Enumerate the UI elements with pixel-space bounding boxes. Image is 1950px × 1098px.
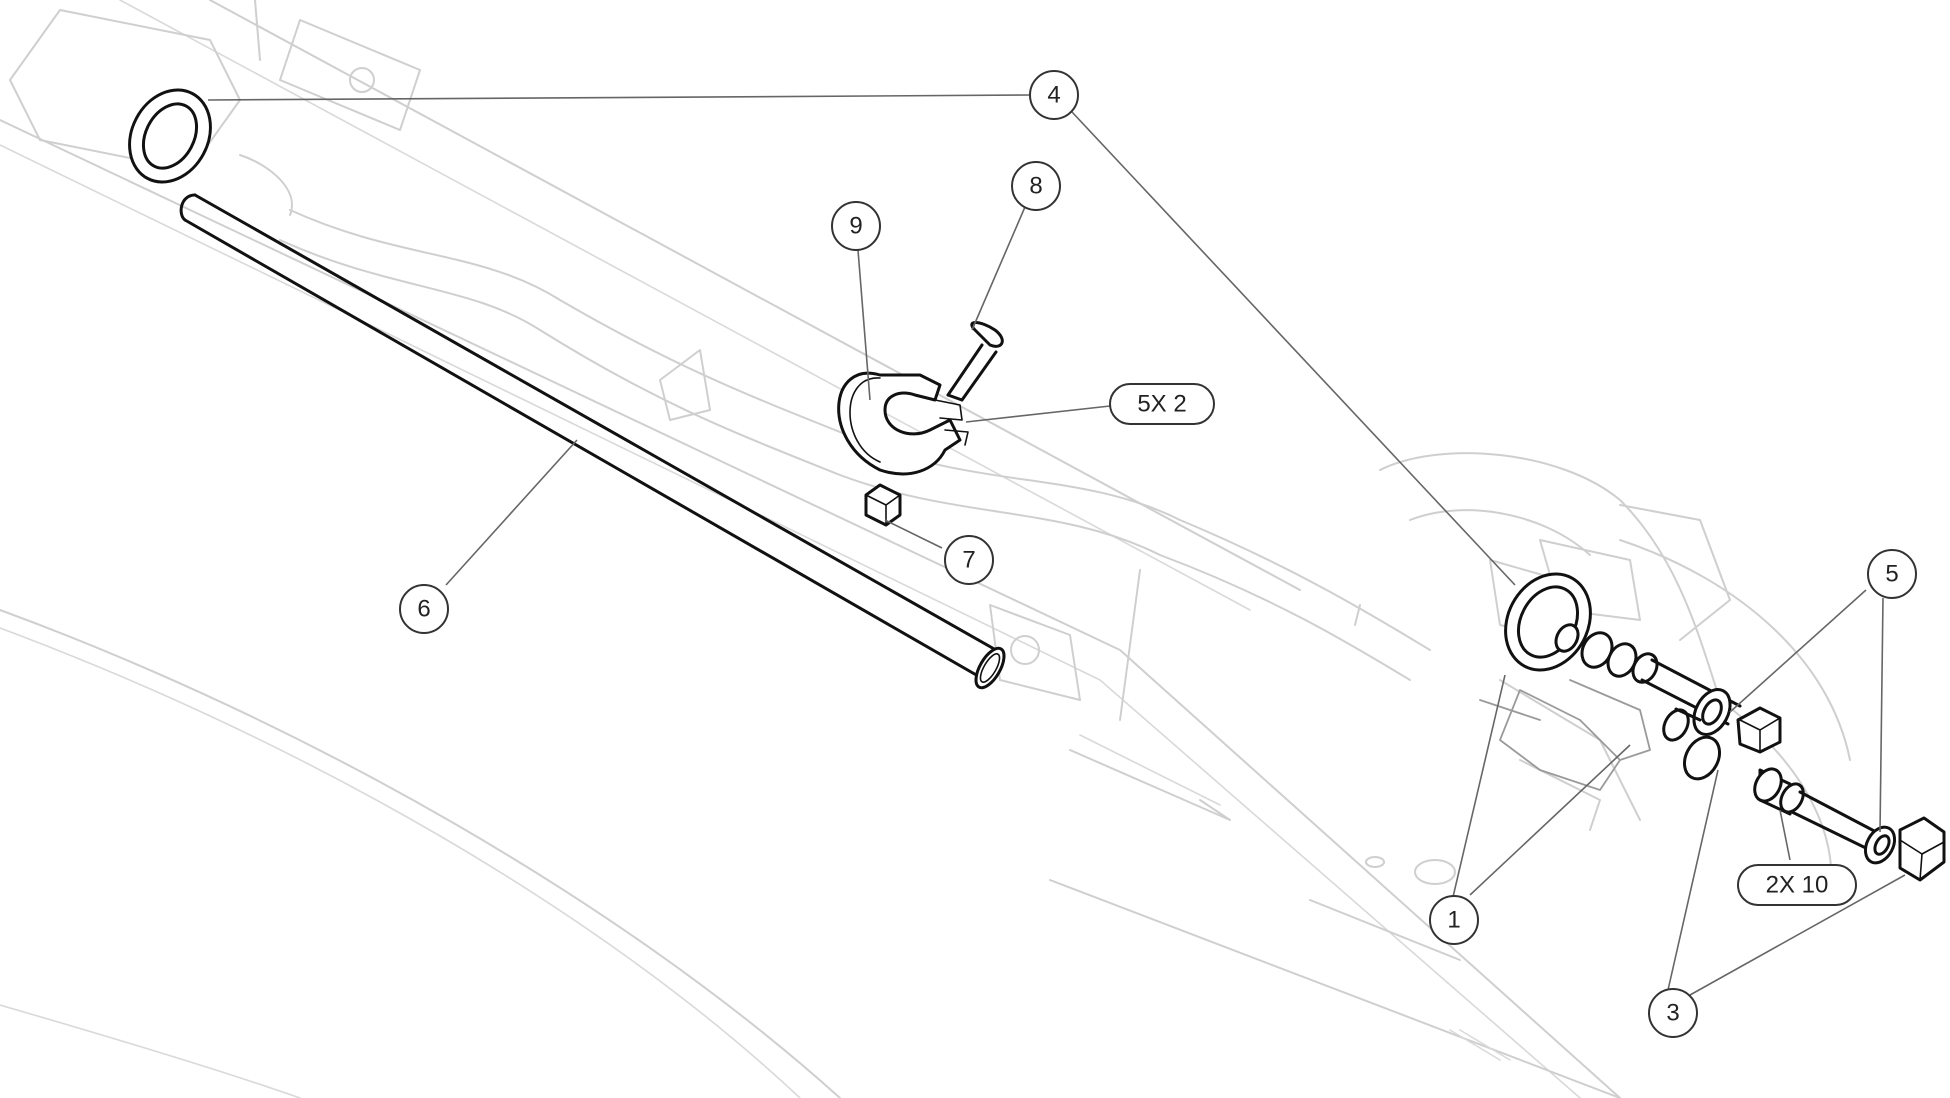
part-5-washer-upper — [1692, 688, 1732, 736]
callout-9-label: 9 — [849, 213, 862, 240]
callout-1-label: 1 — [1447, 907, 1460, 934]
callout-4-label: 4 — [1047, 82, 1060, 109]
callout-3-label: 3 — [1666, 1000, 1679, 1027]
part-10-spacer-pair — [1753, 767, 1805, 816]
callout-7: 7 — [944, 535, 994, 585]
part-4-oring-left — [128, 88, 212, 184]
callout-5-label: 5 — [1885, 561, 1898, 588]
callout-8-label: 8 — [1029, 173, 1042, 200]
background-assembly — [0, 0, 1851, 1098]
callout-qty-5x2: 5X 2 — [1109, 383, 1215, 425]
leader-lines — [207, 94, 1906, 996]
callout-8: 8 — [1011, 161, 1061, 211]
part-7-spacer — [864, 483, 902, 527]
callout-7-label: 7 — [962, 547, 975, 574]
part-3-bolt-lower — [1790, 790, 1946, 882]
callout-4: 4 — [1029, 70, 1079, 120]
part-8-push-rivet — [946, 321, 1004, 402]
part-9-clamp — [837, 371, 969, 476]
qty-2x10-label: 2X 10 — [1766, 872, 1829, 899]
qty-5x2-label: 5X 2 — [1137, 391, 1186, 418]
callout-3: 3 — [1648, 988, 1698, 1038]
callout-1: 1 — [1429, 895, 1479, 945]
callout-9: 9 — [831, 201, 881, 251]
callout-6: 6 — [399, 584, 449, 634]
callout-6-label: 6 — [417, 596, 430, 623]
callout-5: 5 — [1867, 549, 1917, 599]
callout-qty-2x10: 2X 10 — [1737, 864, 1857, 906]
part-6-sleeve-tube — [179, 193, 1006, 690]
part-3-bolt-upper — [1662, 706, 1782, 781]
